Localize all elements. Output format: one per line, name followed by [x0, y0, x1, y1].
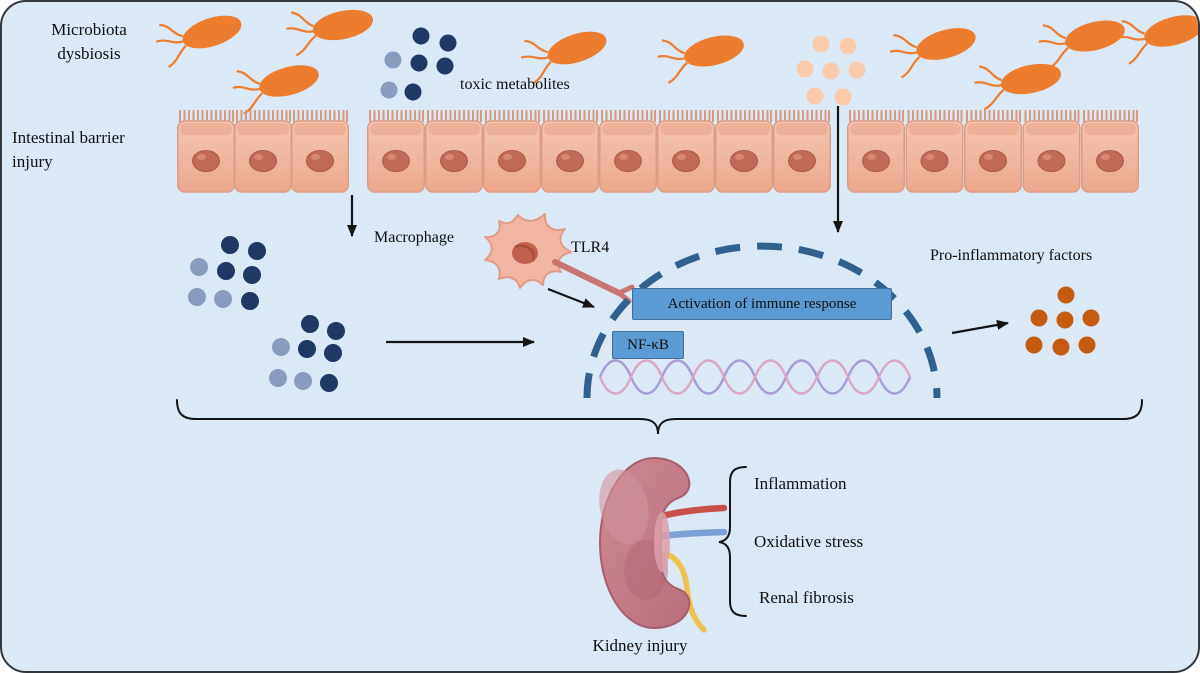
renal-pelvis — [654, 512, 670, 572]
nfkb-box: NF-κB — [612, 331, 684, 359]
microbiota-dysbiosis-label: Microbiota dysbiosis — [51, 20, 127, 63]
bacterium-icon — [1112, 2, 1198, 66]
brace-outcomes — [718, 466, 747, 617]
bacterium-icon — [652, 20, 750, 86]
renal-vein — [658, 528, 728, 540]
kidney-injury-label: Kidney injury — [592, 636, 688, 655]
bacterium-icon — [884, 12, 982, 80]
epithelial-cell — [290, 109, 350, 193]
epithelial-cell — [233, 109, 293, 193]
epithelial-cell — [772, 109, 832, 193]
arrow-macrophage-to-immune — [547, 287, 595, 309]
intestinal-barrier — [176, 109, 1140, 193]
nuclear-membrane-arc — [583, 242, 941, 399]
epithelial-cell — [424, 109, 484, 193]
epithelial-cell — [656, 109, 716, 193]
epithelial-cell — [1022, 109, 1081, 193]
peach-metabolite-cluster — [796, 35, 866, 106]
kidney-highlight — [599, 469, 649, 545]
epithelial-cell — [963, 109, 1023, 193]
bacterium-icon — [150, 2, 248, 70]
pro-inflammatory-factors-label: Pro-inflammatory factors — [930, 247, 1093, 264]
epithelial-cell — [714, 109, 774, 193]
epithelial-cell — [598, 109, 658, 193]
metabolite-cluster-left-2 — [269, 315, 345, 392]
outcome-oxidative-stress-label: Oxidative stress — [754, 532, 864, 551]
bacterium-icon — [227, 49, 325, 116]
epithelial-cell — [540, 109, 600, 193]
outcome-inflammation-label: Inflammation — [754, 474, 847, 493]
epithelial-cell — [905, 109, 964, 193]
ureter — [663, 551, 707, 633]
metabolite-cluster-left-1 — [188, 236, 266, 310]
epithelial-cell — [482, 109, 542, 193]
bacterium-icon — [1033, 5, 1131, 71]
epithelial-cell — [1080, 109, 1140, 193]
arrow-to-cytokines — [951, 320, 1009, 335]
cytokine-cluster — [1025, 286, 1100, 356]
tlr4-label: TLR4 — [571, 239, 610, 256]
toxic-metabolite-cluster — [380, 27, 457, 101]
epithelial-cell — [846, 109, 906, 193]
bacterium-icon — [282, 2, 378, 58]
macrophage-icon — [484, 213, 572, 289]
arrows-group — [347, 106, 1009, 347]
bacteria-group — [150, 2, 1198, 116]
toxic-metabolites-label: toxic metabolites — [460, 76, 570, 93]
macrophage-label: Macrophage — [374, 229, 454, 246]
bacterium-icon — [970, 49, 1066, 112]
outcome-renal-fibrosis-label: Renal fibrosis — [759, 588, 854, 607]
dna-helix-icon — [598, 359, 912, 395]
epithelial-cell — [176, 109, 236, 193]
kidney-icon — [599, 456, 728, 633]
renal-artery — [658, 504, 728, 520]
epithelial-cell — [366, 109, 426, 193]
brace-horizontal — [176, 399, 1143, 435]
bacterium-icon — [515, 15, 613, 86]
intestinal-barrier-injury-label: Intestinal barrier injury — [12, 128, 125, 171]
immune-response-box: Activation of immune response — [632, 288, 892, 320]
